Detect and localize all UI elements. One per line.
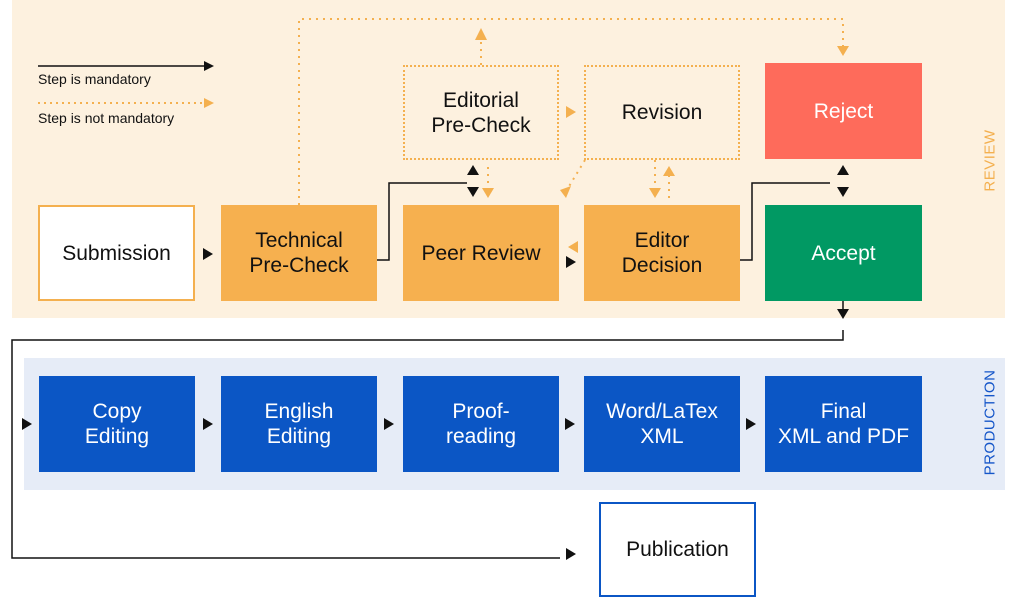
word-latex-xml-box[interactable]: Word/LaTex XML	[584, 376, 740, 472]
arrow-proof-word	[565, 418, 575, 430]
arrow-reject-up	[837, 165, 849, 175]
accept-box[interactable]: Accept	[765, 205, 922, 301]
connector-technical-editorial	[377, 182, 467, 261]
arrow-editorial-revision	[566, 106, 576, 118]
arrow-editorial-up	[467, 165, 479, 175]
arrow-reject-dotted	[837, 46, 849, 56]
dotted-revision-peer	[567, 159, 586, 189]
arrow-peer-decision	[566, 256, 576, 268]
technical-precheck-box[interactable]: Technical Pre-Check	[221, 205, 377, 301]
proofreading-box[interactable]: Proof- reading	[403, 376, 559, 472]
arrow-revision-decision	[649, 188, 661, 198]
editor-decision-box[interactable]: Editor Decision	[584, 205, 740, 301]
arrow-english-proof	[384, 418, 394, 430]
arrow-word-final	[746, 418, 756, 430]
connector-decision-accept	[740, 182, 830, 261]
arrow-editorial-dotted-up	[475, 28, 487, 40]
editorial-precheck-box[interactable]: Editorial Pre-Check	[403, 65, 559, 160]
submission-box[interactable]: Submission	[38, 205, 195, 301]
arrow-peer-dotted-down	[482, 188, 494, 198]
revision-box[interactable]: Revision	[584, 65, 740, 160]
arrow-peer-down	[467, 187, 479, 197]
dotted-technical-to-reject	[298, 18, 844, 205]
english-editing-box[interactable]: English Editing	[221, 376, 377, 472]
arrow-into-publication	[566, 548, 576, 560]
copy-editing-box[interactable]: Copy Editing	[39, 376, 195, 472]
arrow-accept-down	[837, 187, 849, 197]
arrow-into-copy	[22, 418, 32, 430]
publication-box[interactable]: Publication	[599, 502, 756, 597]
arrow-submission-technical	[203, 248, 213, 260]
final-xml-pdf-box[interactable]: Final XML and PDF	[765, 376, 922, 472]
reject-box[interactable]: Reject	[765, 63, 922, 159]
legend-solid-arrowhead	[204, 61, 214, 71]
legend-mandatory-label: Step is mandatory	[38, 71, 151, 87]
legend-optional-label: Step is not mandatory	[38, 110, 175, 126]
arrow-accept-bottom	[837, 309, 849, 319]
peer-review-box[interactable]: Peer Review	[403, 205, 559, 301]
connector-accept-production	[11, 330, 844, 559]
legend-dotted-arrowhead	[204, 98, 214, 108]
arrow-revision-peer	[560, 186, 571, 198]
arrow-decision-peer	[568, 241, 578, 253]
arrow-decision-revision	[663, 166, 675, 176]
arrow-copy-english	[203, 418, 213, 430]
